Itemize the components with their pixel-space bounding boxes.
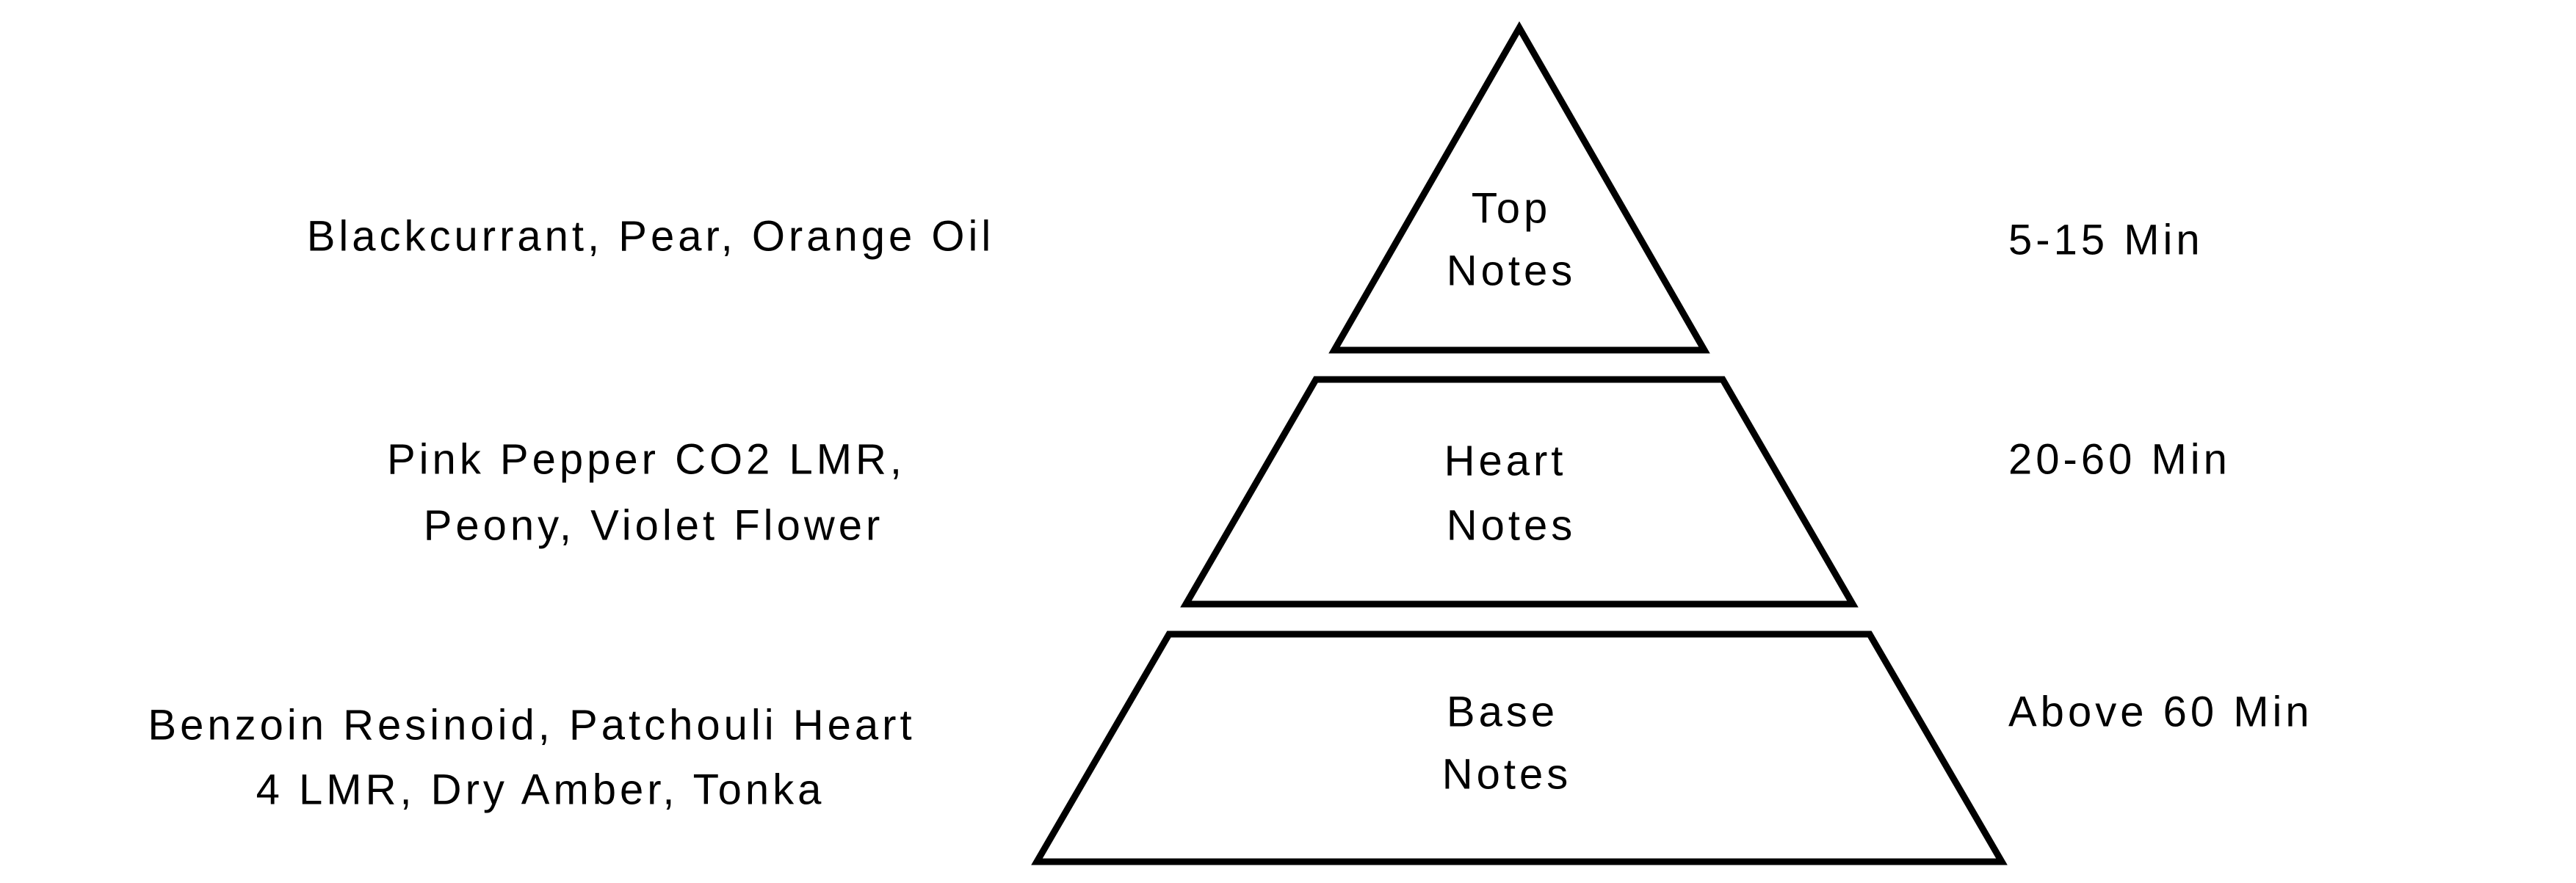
base-notes-trapezoid [1031, 631, 2008, 865]
heart-notes-trapezoid [1180, 376, 1859, 608]
heart-notes-label-line1: Heart [1444, 437, 1567, 484]
top-notes-duration: 5-15 Min [2008, 216, 2204, 264]
tier-base: Base Notes Benzoin Resinoid, Patchouli H… [148, 631, 2313, 865]
base-notes-label-line1: Base [1447, 688, 1558, 735]
base-notes-ingredients-line2: 4 LMR, Dry Amber, Tonka [256, 766, 825, 813]
tier-top: Top Notes Blackcurrant, Pear, Orange Oil… [307, 21, 2204, 354]
top-notes-label-line1: Top [1472, 184, 1552, 232]
heart-notes-duration: 20-60 Min [2008, 435, 2231, 483]
heart-notes-ingredients-line2: Peony, Violet Flower [424, 501, 884, 549]
heart-notes-ingredients-line1: Pink Pepper CO2 LMR, [387, 435, 905, 483]
heart-notes-label-line2: Notes [1447, 501, 1577, 549]
top-notes-triangle [1328, 21, 1710, 354]
base-notes-ingredients-line1: Benzoin Resinoid, Patchouli Heart [148, 701, 915, 749]
base-notes-label-line2: Notes [1442, 750, 1572, 798]
top-notes-label-line2: Notes [1447, 247, 1577, 294]
base-notes-duration: Above 60 Min [2008, 688, 2313, 735]
tier-heart: Heart Notes Pink Pepper CO2 LMR, Peony, … [387, 376, 2231, 608]
top-notes-ingredients: Blackcurrant, Pear, Orange Oil [307, 212, 995, 260]
